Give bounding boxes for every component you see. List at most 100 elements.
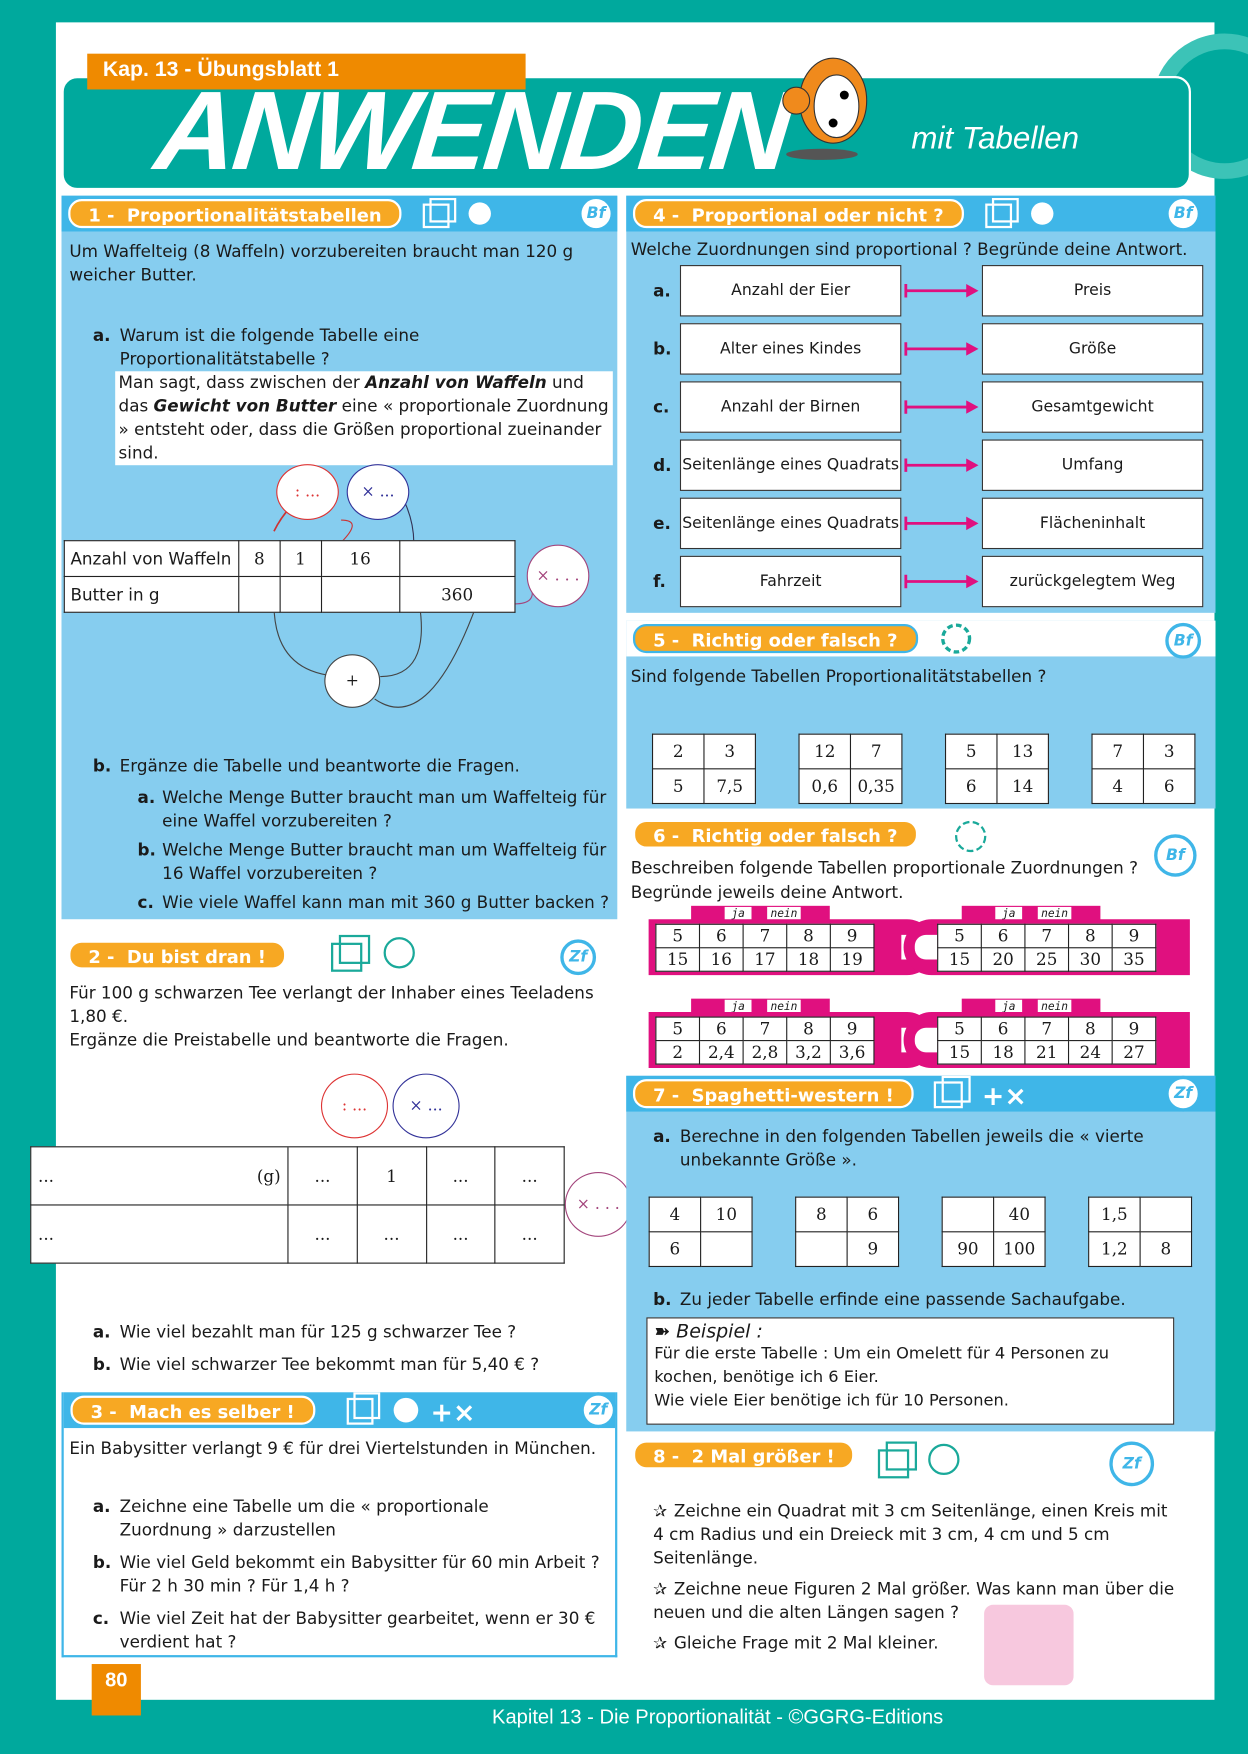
table-cell: 7 xyxy=(849,733,903,770)
quantity-box: Umfang xyxy=(981,439,1204,491)
table-cell: 90 xyxy=(941,1231,995,1268)
list-item: ✰Zeichne neue Figuren 2 Mal größer. Was … xyxy=(653,1578,1179,1625)
table-cell: 8 xyxy=(786,1016,831,1042)
question-text: Wie viele Waffel kann man mit 360 g Butt… xyxy=(162,892,609,913)
example-text: Für die erste Tabelle : Um ein Omelett f… xyxy=(654,1345,1110,1387)
table-cell: 3,6 xyxy=(829,1040,875,1065)
hint-box: Man sagt, dass zwischen der Anzahl von W… xyxy=(115,371,613,466)
question-text: Wie viel bezahlt man für 125 g schwarzer… xyxy=(119,1321,517,1342)
ja-option[interactable]: ja xyxy=(995,999,1023,1015)
intro-text: Beschreiben folgende Tabellen proportion… xyxy=(630,857,1138,878)
table-cell: 2 xyxy=(651,733,705,770)
quantity-box: Preis xyxy=(981,265,1204,317)
exercise-7: 7 - Spaghetti-western ! +× Zf a. Berechn… xyxy=(626,1075,1216,1432)
table-cell: 7 xyxy=(1091,733,1145,770)
table-cell: 15 xyxy=(937,947,982,972)
item-label: b. xyxy=(137,839,156,860)
table-cell: 2 xyxy=(655,1040,701,1065)
level-badge: Zf xyxy=(580,1392,617,1429)
quantity-box: Fahrzeit xyxy=(679,555,902,608)
plus-bubble: + xyxy=(324,654,381,708)
table-cell: 35 xyxy=(1111,947,1157,972)
gear-icon xyxy=(941,623,972,654)
item-label: b. xyxy=(653,1289,672,1310)
table-cell[interactable] xyxy=(238,575,281,613)
table-cell: 1 xyxy=(279,540,322,578)
quantity-box: Seitenlänge eines Quadrats xyxy=(679,497,902,550)
ja-option[interactable]: ja xyxy=(724,906,752,922)
table-cell[interactable]: ... xyxy=(425,1146,496,1206)
table-header: Butter in g xyxy=(63,575,240,613)
table-cell[interactable]: ... xyxy=(287,1146,358,1206)
table-cell[interactable]: ... xyxy=(425,1204,496,1264)
nein-option[interactable]: nein xyxy=(767,999,801,1015)
intro-text: Ein Babysitter verlangt 9 € für drei Vie… xyxy=(69,1438,597,1459)
table-cell[interactable]: ... xyxy=(494,1204,565,1264)
table-cell[interactable] xyxy=(700,1231,753,1268)
answer-slot[interactable] xyxy=(914,1027,938,1053)
multiply-bubble: × . . . xyxy=(526,544,590,608)
task-text: Gleiche Frage mit 2 Mal kleiner. xyxy=(673,1632,939,1653)
table-cell[interactable] xyxy=(279,575,322,613)
multiply-bubble: × . . . xyxy=(564,1171,632,1237)
table-cell[interactable] xyxy=(320,575,400,613)
nein-option[interactable]: nein xyxy=(1037,999,1072,1015)
table-cell: 9 xyxy=(829,1016,875,1042)
table-cell: 0,6 xyxy=(798,768,852,805)
ja-option[interactable]: ja xyxy=(724,999,752,1015)
arrow-icon xyxy=(904,284,979,298)
table-cell: 5 xyxy=(651,768,705,805)
unit-label: (g) xyxy=(256,1165,281,1186)
table-cell[interactable] xyxy=(1139,1196,1193,1233)
table-cell[interactable]: ... xyxy=(356,1204,427,1264)
item-label: a. xyxy=(653,1126,671,1147)
question-text: Welche Menge Butter braucht man um Waffe… xyxy=(162,787,607,831)
intro-text: Ergänze die Preistabelle und beantworte … xyxy=(69,1029,509,1051)
intro-text: Begründe jeweils deine Antwort. xyxy=(630,882,904,903)
question-text: Wie viel Geld bekommt ein Babysitter für… xyxy=(119,1552,600,1596)
table-cell: 8 xyxy=(1067,1016,1113,1042)
hint-text: eine « proportionale Zuordnung » entsteh… xyxy=(118,395,609,463)
table-header: ... xyxy=(30,1204,289,1264)
table-cell: 6 xyxy=(980,1016,1026,1042)
answer-slot[interactable] xyxy=(914,934,938,960)
nein-option[interactable]: nein xyxy=(1037,906,1072,922)
exercise-8: 8 - 2 Mal größer ! Zf ✰Zeichne ein Quadr… xyxy=(626,1437,1215,1700)
table-cell[interactable] xyxy=(398,540,516,578)
table-cell: 40 xyxy=(993,1196,1046,1233)
star-icon: ✰ xyxy=(653,1632,668,1653)
ja-option[interactable]: ja xyxy=(995,906,1023,922)
quantity-box: Seitenlänge eines Quadrats xyxy=(679,439,902,491)
arrow-icon: ➽ xyxy=(654,1320,671,1344)
table-cell: 6 xyxy=(980,923,1026,949)
item-label: a. xyxy=(92,1321,111,1342)
table-cell[interactable] xyxy=(941,1196,995,1233)
exercise-6: 6 - Richtig oder falsch ? Bf Beschreiben… xyxy=(626,816,1215,1075)
quantity-box: Flächeninhalt xyxy=(981,497,1204,550)
divide-bubble: : ... xyxy=(276,464,339,521)
table-cell: 8 xyxy=(1067,923,1113,949)
table-cell: 7,5 xyxy=(703,768,756,805)
heart-birds-image xyxy=(984,1604,1074,1686)
table-cell[interactable]: ... xyxy=(287,1204,358,1264)
nein-option[interactable]: nein xyxy=(767,906,801,922)
quantity-box: zurückgelegtem Weg xyxy=(981,555,1204,608)
table-cell: 2,4 xyxy=(698,1040,744,1065)
example-text: Wie viele Eier benötige ich für 10 Perso… xyxy=(654,1392,1009,1411)
intro-text: Sind folgende Tabellen Proportionalitäts… xyxy=(630,666,1047,687)
table-cell[interactable]: ... xyxy=(494,1146,565,1206)
multiply-bubble: × ... xyxy=(346,464,410,521)
svg-text:+×: +× xyxy=(982,1081,1027,1112)
level-badge: Bf xyxy=(1154,834,1197,877)
table-cell[interactable] xyxy=(795,1231,848,1268)
example-title: Beispiel : xyxy=(676,1320,763,1344)
table-cell: 12 xyxy=(798,733,852,770)
quantity-box: Anzahl der Birnen xyxy=(679,381,902,433)
item-label: c. xyxy=(137,892,154,913)
table-cell: 360 xyxy=(398,575,516,613)
